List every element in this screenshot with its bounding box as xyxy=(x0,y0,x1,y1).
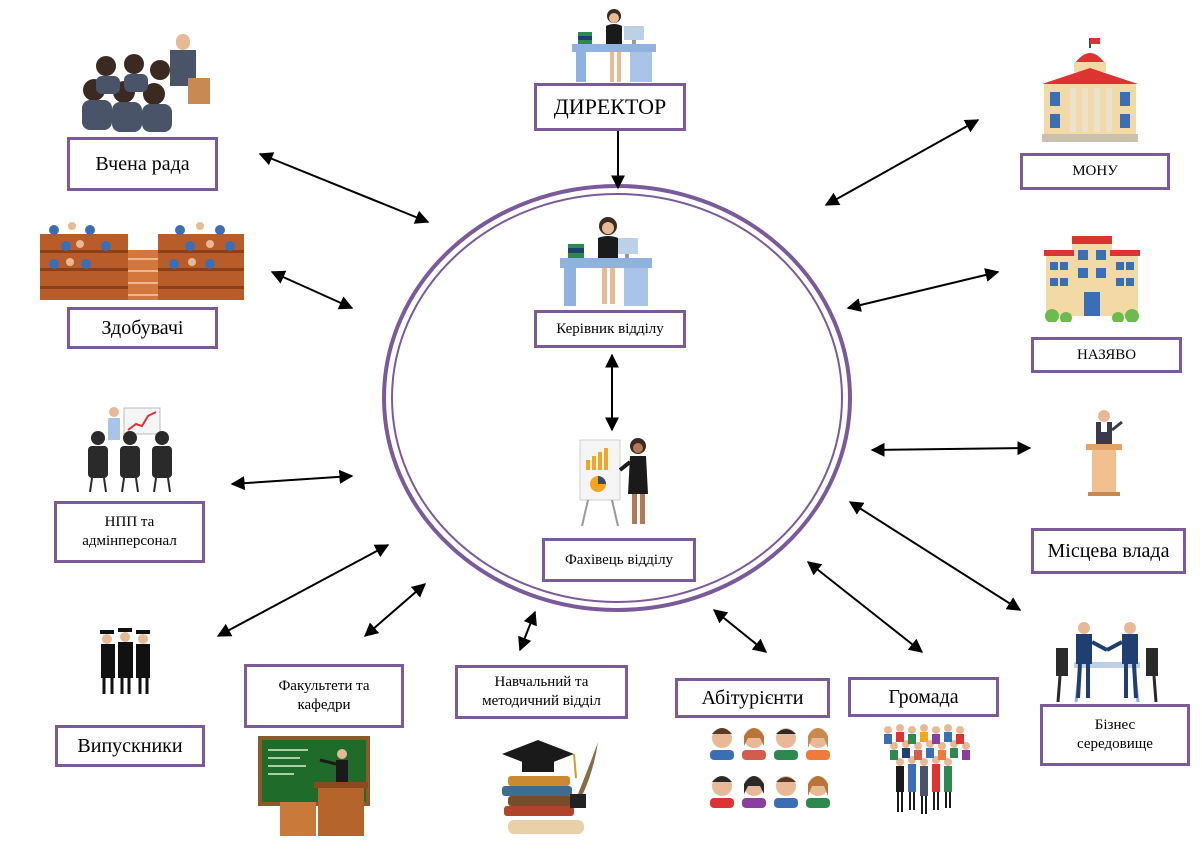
applicants-box: Здобувачі xyxy=(67,307,218,349)
head-of-department-box: Керівник відділу xyxy=(534,310,686,348)
arrow-students xyxy=(270,270,354,310)
graduates-label: Випускники xyxy=(77,734,183,757)
ministry-box: МОНУ xyxy=(1020,153,1170,190)
arrow-methodical xyxy=(518,610,537,652)
local-authority-box: Місцева влада xyxy=(1031,528,1186,574)
entrants-box: Абітурієнти xyxy=(675,678,830,718)
local-authority-label: Місцева влада xyxy=(1047,539,1170,562)
audience-meeting-icon xyxy=(76,30,216,134)
arrow-entrants xyxy=(712,609,768,653)
nazyavo-label: НАЗЯВО xyxy=(1076,346,1137,363)
staff-box: НПП та адмінперсонал xyxy=(54,501,205,563)
graduates-box: Випускники xyxy=(55,725,205,767)
staff-label: НПП та адмінперсонал xyxy=(82,514,177,549)
department-circle-inner xyxy=(391,193,843,603)
faces-grid-icon xyxy=(706,720,834,812)
faculties-box: Факультети та кафедри xyxy=(244,664,404,728)
speaker-podium-icon xyxy=(1080,408,1128,498)
office-desk-icon xyxy=(566,6,664,84)
books-mortarboard-icon xyxy=(494,734,604,840)
presentation-team-icon xyxy=(84,404,180,494)
director-box: ДИРЕКТОР xyxy=(534,83,686,131)
academic-council-box: Вчена рада xyxy=(67,137,218,191)
arrow-business xyxy=(848,501,1022,611)
arrow-ministry xyxy=(824,119,980,206)
arrow-council xyxy=(258,152,430,224)
faculties-label: Факультети та кафедри xyxy=(278,678,370,713)
entrants-label: Абітурієнти xyxy=(701,686,804,709)
business-box: Бізнес середовище xyxy=(1040,704,1190,766)
teacher-blackboard-icon xyxy=(258,734,370,838)
arrow-staff xyxy=(230,469,354,491)
arrow-faculties xyxy=(363,583,427,637)
arrow-community xyxy=(806,561,924,653)
ministry-label: МОНУ xyxy=(1072,163,1118,180)
applicants-label: Здобувачі xyxy=(101,316,184,339)
methodical-department-box: Навчальний та методичний відділ xyxy=(455,665,628,719)
crowd-icon xyxy=(878,722,976,816)
school-building-icon xyxy=(1042,236,1142,322)
lecture-hall-icon xyxy=(40,210,244,302)
government-building-icon xyxy=(1040,38,1140,142)
director-label: ДИРЕКТОР xyxy=(553,94,667,120)
handshake-icon xyxy=(1054,618,1160,704)
department-specialist-box: Фахівець відділу xyxy=(542,538,696,582)
graduates-icon xyxy=(96,622,156,696)
head-of-department-label: Керівник відділу xyxy=(556,320,664,337)
academic-council-label: Вчена рада xyxy=(95,152,190,175)
methodical-department-label: Навчальний та методичний відділ xyxy=(482,674,601,709)
community-box: Громада xyxy=(848,677,999,717)
office-desk-icon xyxy=(556,214,656,308)
community-label: Громада xyxy=(888,685,959,708)
nazyavo-box: НАЗЯВО xyxy=(1031,337,1182,373)
department-specialist-label: Фахівець відділу xyxy=(564,551,674,568)
business-label: Бізнес середовище xyxy=(1077,717,1153,752)
arrow-nazyavo xyxy=(846,268,1000,312)
chart-presenter-icon xyxy=(574,434,660,528)
arrow-graduates xyxy=(216,544,390,637)
arrow-local-authority xyxy=(870,441,1032,457)
